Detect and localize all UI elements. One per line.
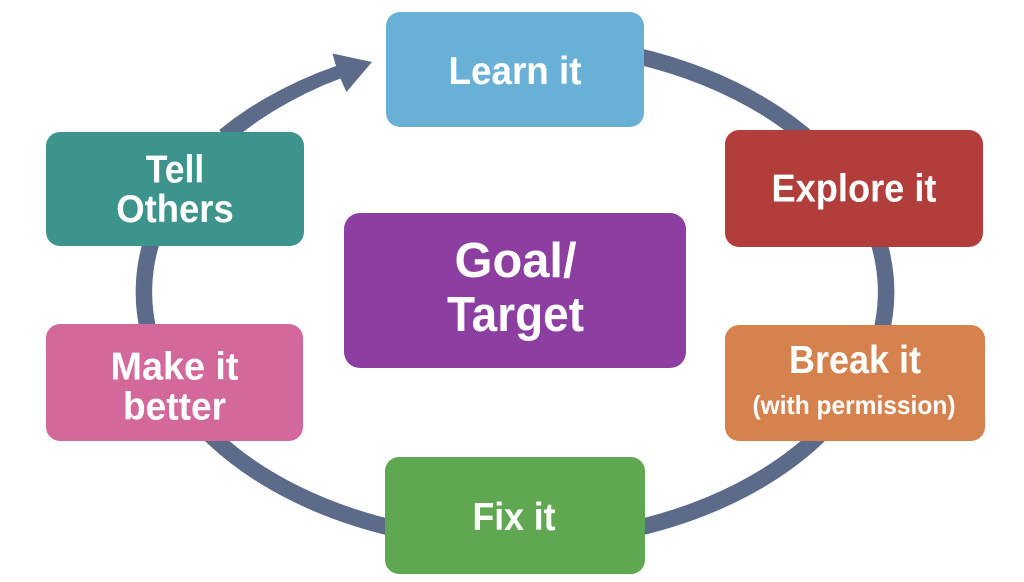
svg-text:(with permission): (with permission) bbox=[753, 390, 956, 420]
svg-text:Others: Others bbox=[116, 188, 234, 231]
svg-text:better: better bbox=[123, 386, 226, 429]
svg-text:Target: Target bbox=[447, 287, 584, 342]
svg-text:Break it: Break it bbox=[789, 339, 921, 382]
svg-text:Goal/: Goal/ bbox=[455, 233, 577, 288]
svg-text:Tell: Tell bbox=[146, 149, 205, 192]
svg-text:Explore it: Explore it bbox=[772, 168, 937, 211]
svg-text:Learn it: Learn it bbox=[449, 50, 582, 93]
svg-text:Fix it: Fix it bbox=[473, 496, 556, 539]
svg-text:Make it: Make it bbox=[111, 346, 239, 389]
